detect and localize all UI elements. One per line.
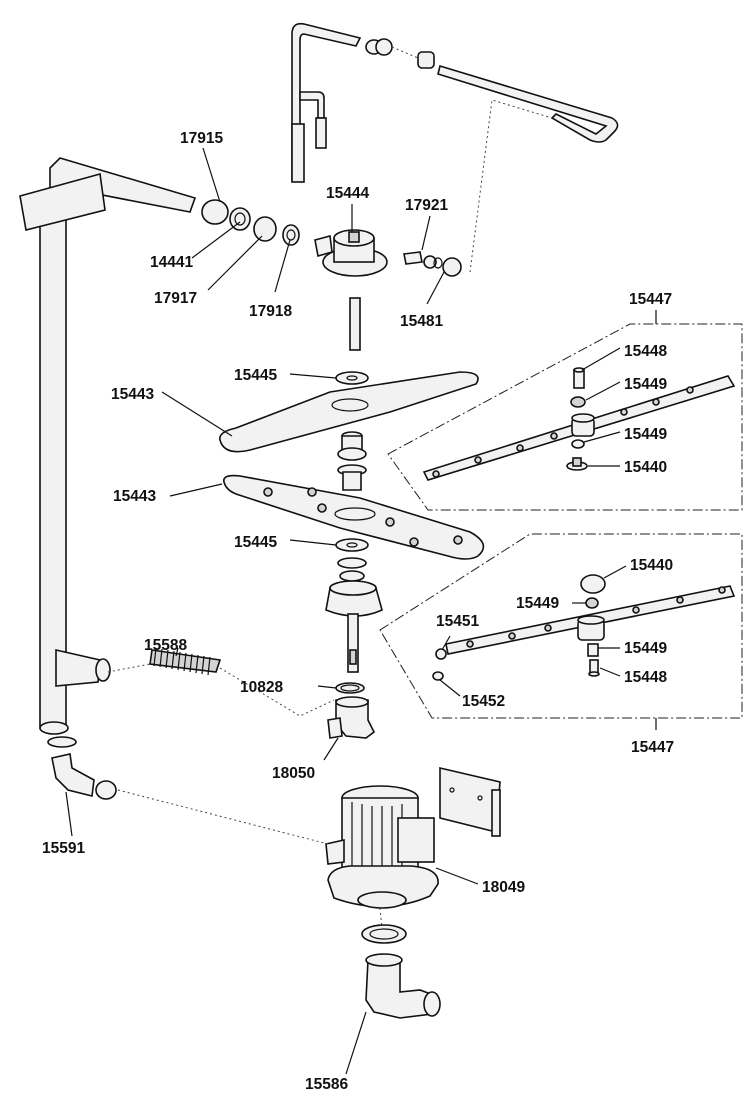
label-17918: 17918 [249, 303, 292, 320]
label-10828: 10828 [240, 679, 283, 696]
nut-15449-top [570, 396, 586, 449]
cap-15440-top [566, 457, 588, 471]
spring-15588 [149, 647, 222, 676]
label-15481: 15481 [400, 313, 443, 330]
ring-17917-part [253, 216, 300, 246]
label-17917: 17917 [154, 290, 197, 307]
label-15586: 15586 [305, 1076, 348, 1093]
mounting-bracket [439, 766, 501, 837]
label-15452: 15452 [462, 693, 505, 710]
lower-spray-arm [223, 474, 485, 560]
assembly-box-lower [379, 533, 743, 719]
upper-spray-arm [219, 371, 479, 453]
label-15444: 15444 [326, 185, 369, 202]
label-15449-lower-b: 15449 [624, 640, 667, 657]
pump-motor-18049 [325, 785, 439, 909]
label-15440-upper: 15440 [624, 459, 667, 476]
shaft-lower [347, 613, 359, 673]
upper-supply-pipe [291, 22, 362, 183]
vertical-riser-pipe [19, 157, 197, 735]
label-15451: 15451 [436, 613, 479, 630]
arm-hub-nut [337, 431, 367, 491]
label-15588: 15588 [144, 637, 187, 654]
leader-lines [65, 147, 657, 1075]
elbow-15586-part [365, 953, 441, 1019]
upper-spray-bar [422, 375, 736, 481]
screw-15451 [435, 648, 447, 660]
lower-spray-bar [445, 585, 736, 655]
label-15591: 15591 [42, 840, 85, 857]
shaft-upper [349, 297, 361, 351]
fitting-17921-part [403, 251, 462, 277]
washer-15445-top [335, 371, 369, 385]
hose-clamp-lower [361, 924, 407, 944]
label-15443-lower: 15443 [113, 488, 156, 505]
cap-15440-bottom [580, 574, 606, 594]
label-15443-upper: 15443 [111, 386, 154, 403]
o-ring-10828 [335, 682, 365, 694]
label-18049: 18049 [482, 879, 525, 896]
label-15447-lower: 15447 [631, 739, 674, 756]
label-15445-upper: 15445 [234, 367, 277, 384]
label-17915: 17915 [180, 130, 223, 147]
nozzle-15448-bottom [588, 659, 600, 677]
label-15445-lower: 15445 [234, 534, 277, 551]
hub-15444-part [314, 229, 388, 277]
assembly-box-upper [387, 323, 743, 511]
conical-bushing [325, 580, 383, 617]
label-15449-upper-a: 15449 [624, 376, 667, 393]
label-14441: 14441 [150, 254, 193, 271]
elbow-18050-part [327, 696, 376, 739]
upper-right-pipe [437, 64, 619, 143]
label-15440-lower: 15440 [630, 557, 673, 574]
label-15448-upper: 15448 [624, 343, 667, 360]
label-15449-upper-b: 15449 [624, 426, 667, 443]
ring-14441-part [201, 199, 251, 231]
plug-15452 [432, 671, 444, 681]
label-17921: 17921 [405, 197, 448, 214]
hose-15591-part [47, 736, 117, 800]
nozzle-15448-top [573, 367, 585, 389]
washer-15445-bottom [335, 538, 369, 582]
label-15447-upper: 15447 [629, 291, 672, 308]
label-15448-lower: 15448 [624, 669, 667, 686]
pipe-connector-nut [365, 38, 435, 69]
label-15449-lower-a: 15449 [516, 595, 559, 612]
label-18050: 18050 [272, 765, 315, 782]
